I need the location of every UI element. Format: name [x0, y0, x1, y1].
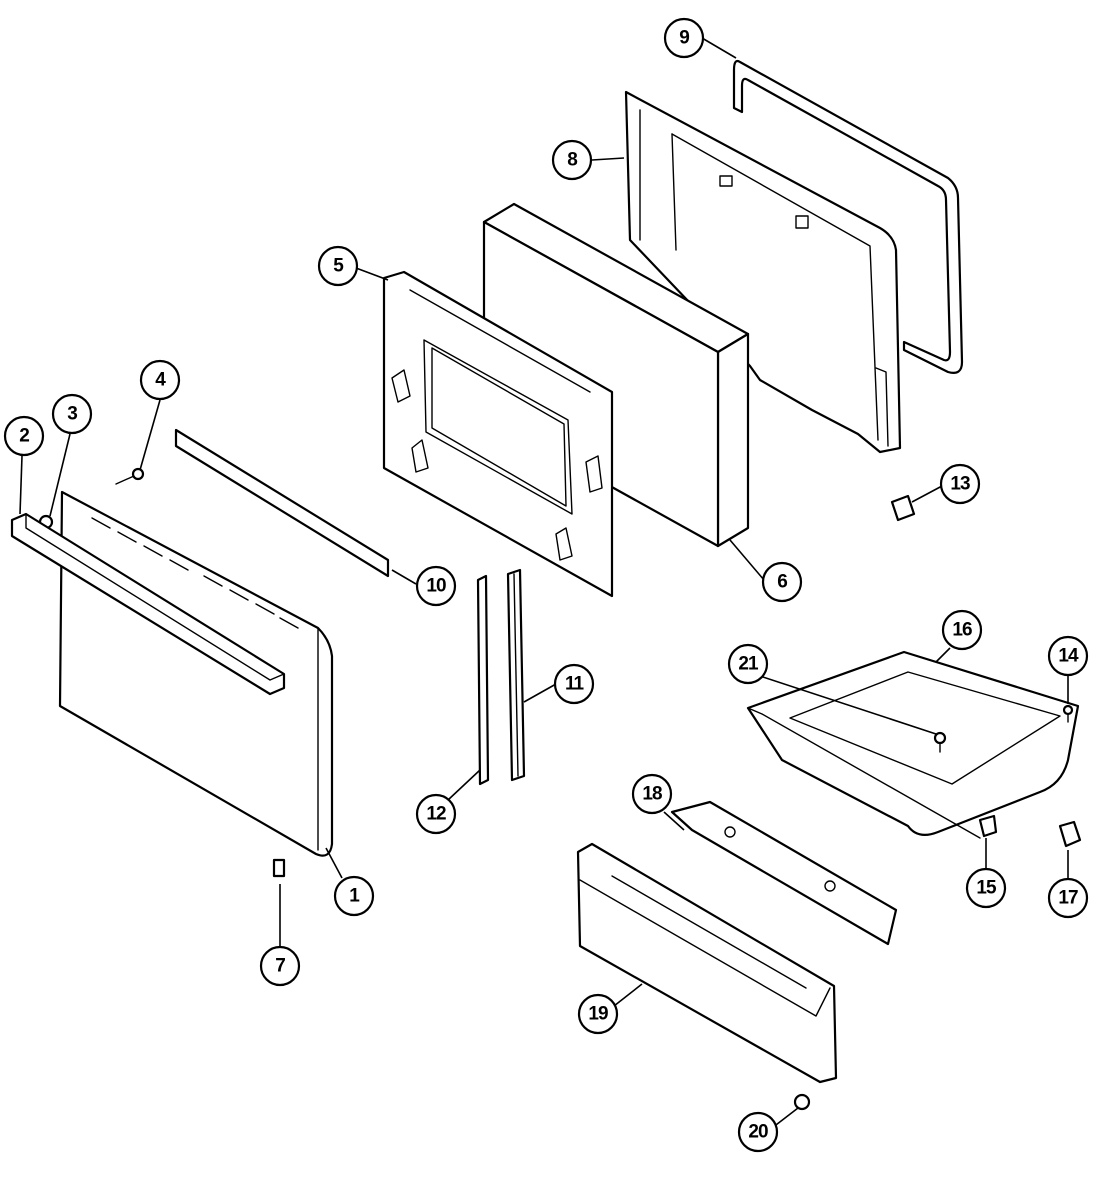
part-15-clip [978, 814, 998, 838]
callout-3: 3 [51, 393, 93, 435]
callout-7: 7 [259, 945, 301, 987]
svg-text:21: 21 [738, 654, 759, 675]
callout-12: 12 [415, 793, 457, 835]
callout-6: 6 [761, 561, 803, 603]
svg-text:12: 12 [426, 804, 446, 825]
callout-11: 11 [553, 663, 595, 705]
svg-text:10: 10 [426, 576, 446, 597]
part-12-side-seal [476, 574, 490, 786]
part-1-outer-door [58, 490, 334, 857]
svg-text:2: 2 [19, 426, 29, 447]
part-7-screw [272, 858, 286, 878]
callout-21: 21 [727, 643, 769, 685]
part-20-nut [793, 1093, 811, 1111]
part-10-door-strip [174, 428, 390, 578]
svg-text:11: 11 [565, 674, 585, 695]
callout-4: 4 [139, 359, 181, 401]
leader-9 [701, 37, 737, 59]
svg-text:5: 5 [333, 256, 344, 277]
part-18-drawer-bracket [670, 800, 898, 946]
leader-8 [591, 157, 625, 161]
part-9-door-gasket [732, 59, 964, 374]
part-11-side-channel [506, 568, 526, 782]
callout-10: 10 [415, 565, 457, 607]
part-6-insulation-box [482, 202, 750, 548]
callout-18: 18 [631, 773, 673, 815]
svg-text:8: 8 [567, 150, 577, 171]
callout-5: 5 [317, 245, 359, 287]
leader-10 [391, 569, 417, 585]
svg-text:6: 6 [777, 572, 787, 593]
part-8-inner-door-panel [624, 90, 902, 454]
part-5-inner-door-liner [382, 270, 614, 598]
part-19-drawer-front [576, 842, 838, 1084]
leader-lines [19, 37, 1069, 1129]
leader-12 [447, 769, 481, 801]
leader-13 [911, 485, 943, 503]
leader-4 [139, 399, 161, 471]
svg-text:4: 4 [155, 370, 166, 391]
callout-17: 17 [1047, 877, 1089, 919]
part-16-drawer-pan [746, 650, 1080, 839]
leader-21 [759, 675, 937, 735]
callout-9: 9 [663, 17, 705, 59]
leader-5 [355, 267, 389, 281]
callout-20: 20 [737, 1111, 779, 1153]
svg-text:18: 18 [642, 784, 662, 805]
leader-3 [49, 433, 71, 517]
svg-text:13: 13 [950, 474, 970, 495]
svg-text:17: 17 [1058, 888, 1078, 909]
part-14-screw [1062, 704, 1074, 723]
svg-text:20: 20 [748, 1122, 768, 1143]
leader-11 [523, 683, 557, 703]
callout-13: 13 [939, 463, 981, 505]
part-13-clip [890, 494, 916, 522]
callout-16: 16 [941, 609, 983, 651]
leader-18 [663, 811, 685, 831]
part-17-clip [1058, 820, 1082, 848]
callout-19: 19 [577, 993, 619, 1035]
svg-text:19: 19 [588, 1004, 608, 1025]
svg-text:1: 1 [349, 886, 360, 907]
leader-6 [729, 539, 765, 581]
part-21-screw [933, 731, 947, 753]
callout-8: 8 [551, 139, 593, 181]
svg-text:14: 14 [1058, 646, 1079, 667]
callout-1: 1 [333, 875, 375, 917]
leader-1 [325, 847, 343, 879]
svg-text:9: 9 [679, 28, 689, 49]
leader-2 [19, 455, 23, 515]
svg-text:3: 3 [67, 404, 77, 425]
callout-15: 15 [965, 867, 1007, 909]
callout-14: 14 [1047, 635, 1089, 677]
leader-16 [935, 647, 951, 663]
svg-text:7: 7 [275, 956, 285, 977]
leader-19 [613, 983, 643, 1007]
callout-2: 2 [3, 415, 45, 457]
svg-text:16: 16 [952, 620, 972, 641]
part-2-door-handle [10, 512, 286, 696]
svg-text:15: 15 [976, 878, 997, 899]
part-4-screw [115, 467, 145, 485]
